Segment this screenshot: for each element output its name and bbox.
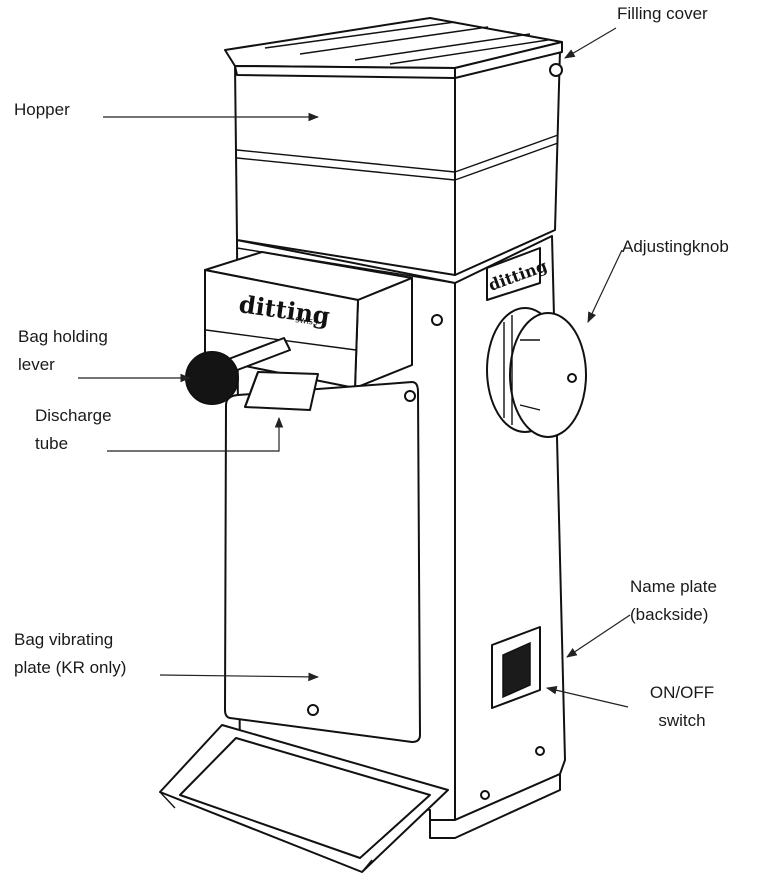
front-logo-sub: SWISS [295, 316, 319, 327]
label-bag-vibrating-plate-line2: plate (KR only) [14, 658, 127, 677]
label-bag-vibrating-plate-line1: Bag vibrating [14, 630, 114, 649]
collecting-tray [159, 724, 449, 873]
label-name-plate-line1: Name plate [630, 577, 717, 596]
bag-holding-lever [185, 337, 291, 405]
label-filling-cover: Filling cover [617, 4, 708, 23]
label-on-off-line2: switch [658, 711, 706, 730]
label-bag-holding-lever-line1: Bag holding [18, 327, 108, 346]
label-discharge-tube-line2: tube [35, 434, 69, 453]
label-discharge-tube-line1: Discharge [35, 406, 112, 425]
bag-vibrating-plate [224, 381, 421, 743]
label-adjusting-knob: Adjustingknob [622, 237, 729, 256]
on-off-switch [491, 626, 541, 709]
filling-cover [224, 17, 563, 79]
label-on-off-line1: ON/OFF [649, 683, 715, 702]
label-name-plate-line2: (backside) [630, 605, 709, 624]
adjusting-knob [486, 307, 587, 438]
side-logo-plate: ditting [486, 247, 550, 301]
leader-lines [78, 27, 631, 708]
discharge-tube [244, 371, 319, 411]
hopper [234, 49, 561, 284]
label-bag-holding-lever-line2: lever [18, 355, 55, 374]
label-hopper: Hopper [14, 100, 70, 119]
